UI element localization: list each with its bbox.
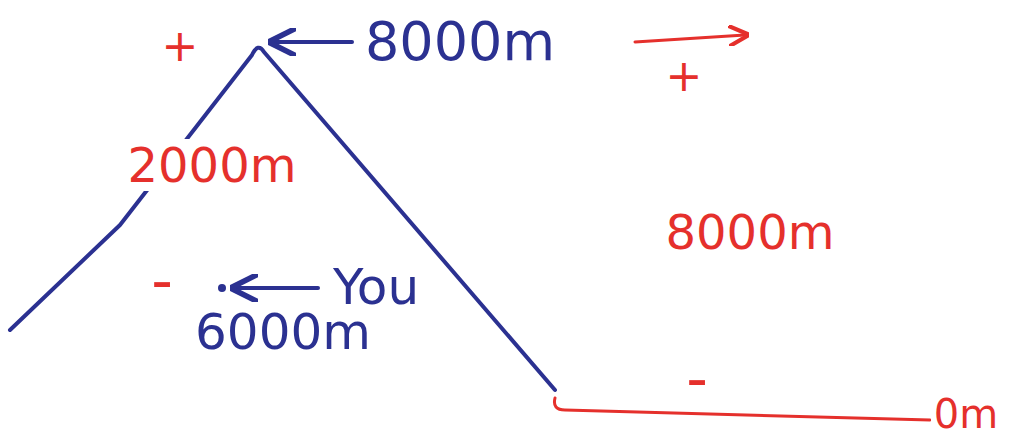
peak-pointer — [274, 40, 352, 44]
mountain-outline — [10, 48, 555, 390]
sign-label: - — [683, 345, 711, 411]
position-pointer — [236, 286, 318, 290]
altitude-label: 8000m — [663, 206, 838, 259]
sign-label: - — [148, 247, 176, 313]
altitude-label: 8000m — [362, 12, 558, 71]
altitude-label: 2000m — [125, 139, 300, 192]
sign-label: + — [159, 22, 202, 70]
altitude-label: 0m — [931, 392, 1001, 436]
position-dot — [218, 284, 226, 292]
altitude-label: 6000m — [192, 305, 374, 360]
ground-line — [554, 398, 930, 420]
sign-label: + — [663, 52, 706, 100]
direction-arrow — [635, 35, 745, 42]
